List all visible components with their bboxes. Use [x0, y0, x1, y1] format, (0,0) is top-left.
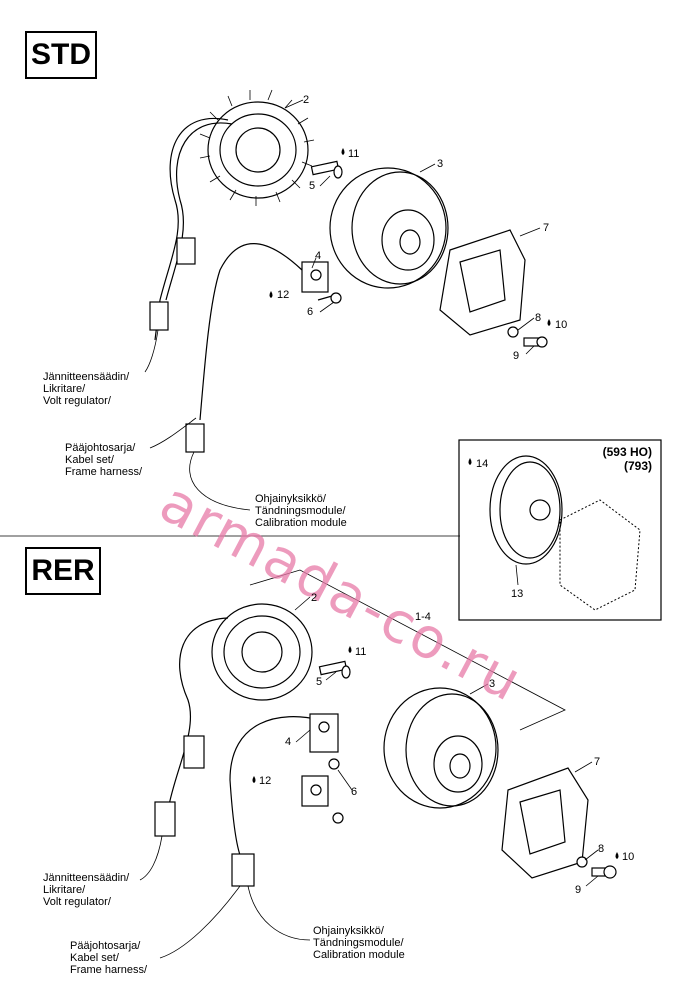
std-stator-wire	[154, 117, 229, 341]
std-part-2: 2	[303, 94, 310, 106]
rer-sensor-wire	[229, 716, 321, 856]
inset-variant-593ho: (593 HO)	[602, 445, 652, 459]
rer-part-3: 3	[489, 678, 496, 690]
rer-frame-harness-label: Pääjohtosarja/ Kabel set/ Frame harness/	[70, 940, 148, 976]
rer-drop-11-icon	[348, 646, 352, 653]
rer-trigger-sensor-upper	[309, 713, 339, 753]
rer-connector-1	[183, 735, 205, 769]
rer-screw-6b	[332, 812, 344, 824]
std-part-11: 11	[348, 148, 360, 160]
std-sensor-wire	[199, 243, 303, 421]
std-washer-8	[507, 326, 519, 338]
rer-stator	[211, 603, 313, 701]
std-section-tag: STD	[25, 31, 97, 79]
rer-assembly-bracket	[249, 569, 566, 731]
rer-part-2: 2	[311, 592, 318, 604]
std-drop-12-icon	[269, 291, 273, 298]
rer-part-12: 12	[259, 775, 272, 787]
std-connector-1	[176, 237, 196, 265]
std-part-12: 12	[277, 289, 290, 301]
rer-part-6: 6	[351, 786, 358, 798]
inset-dashed-cup	[559, 499, 641, 611]
std-part-8: 8	[535, 312, 542, 324]
rer-part-7: 7	[594, 756, 601, 768]
rer-harness-leader	[159, 885, 241, 959]
std-screw-6	[317, 292, 342, 304]
std-stator	[199, 89, 315, 206]
std-trigger-sensor	[301, 261, 329, 293]
std-part-9: 9	[513, 350, 520, 362]
std-calibration-module-label: Ohjainyksikkö/ Tändningsmodule/ Calibrat…	[255, 493, 347, 529]
rer-part-11: 11	[355, 646, 367, 658]
inset-part-14: 14	[476, 458, 489, 470]
std-connector-3	[185, 423, 205, 453]
rer-connector-3	[231, 853, 255, 887]
rer-part-8: 8	[598, 843, 605, 855]
std-part-6: 6	[307, 306, 314, 318]
std-harness-leader	[149, 417, 197, 449]
inset-part-13: 13	[511, 588, 524, 600]
rer-starter-cup	[501, 767, 589, 879]
rer-volt-leader	[139, 835, 163, 881]
rer-part-5: 5	[316, 676, 323, 688]
std-part-5: 5	[309, 180, 316, 192]
rer-calibration-module-label: Ohjainyksikkö/ Tändningsmodule/ Calibrat…	[313, 925, 405, 961]
std-part-3: 3	[437, 158, 444, 170]
std-volt-regulator-label: Jännitteensäädin/ Likritare/ Volt regula…	[43, 371, 130, 407]
rer-drop-12-icon	[252, 776, 256, 783]
std-drop-11-icon	[341, 148, 345, 155]
std-connector-2	[149, 301, 169, 331]
std-stator-wire-2	[165, 122, 233, 301]
rer-calib-leader	[247, 885, 311, 941]
rer-part-1-4: 1-4	[415, 611, 431, 623]
std-frame-harness-label: Pääjohtosarja/ Kabel set/ Frame harness/	[65, 442, 143, 478]
std-part-4: 4	[315, 250, 322, 262]
std-screw-5	[310, 160, 343, 179]
std-flywheel	[329, 167, 449, 289]
std-part-10: 10	[555, 319, 568, 331]
inset-box	[458, 439, 662, 621]
rer-screw-6a	[328, 758, 340, 770]
rer-washer-8	[576, 856, 588, 868]
rer-trigger-sensor-lower	[301, 775, 329, 807]
rer-stator-wire	[167, 617, 229, 811]
rer-connector-2	[154, 801, 176, 837]
rer-part-9: 9	[575, 884, 582, 896]
rer-bolt-9	[591, 865, 617, 879]
std-drop-10-icon	[547, 319, 551, 326]
std-calib-leader	[189, 451, 251, 511]
std-bolt-9	[523, 336, 548, 348]
inset-variant-793: (793)	[623, 459, 652, 473]
rer-part-4: 4	[285, 736, 292, 748]
rer-flywheel	[383, 687, 499, 809]
rer-volt-regulator-label: Jännitteensäädin/ Likritare/ Volt regula…	[43, 872, 130, 908]
rer-drop-10-icon	[615, 852, 619, 859]
inset-plate-13	[489, 455, 563, 565]
inset-drop-14-icon	[468, 458, 472, 465]
rer-screw-5	[318, 660, 351, 679]
std-starter-cup	[439, 229, 526, 336]
std-part-7: 7	[543, 222, 550, 234]
rer-section-tag: RER	[25, 547, 101, 595]
std-volt-leader	[144, 329, 159, 373]
rer-part-10: 10	[622, 851, 635, 863]
